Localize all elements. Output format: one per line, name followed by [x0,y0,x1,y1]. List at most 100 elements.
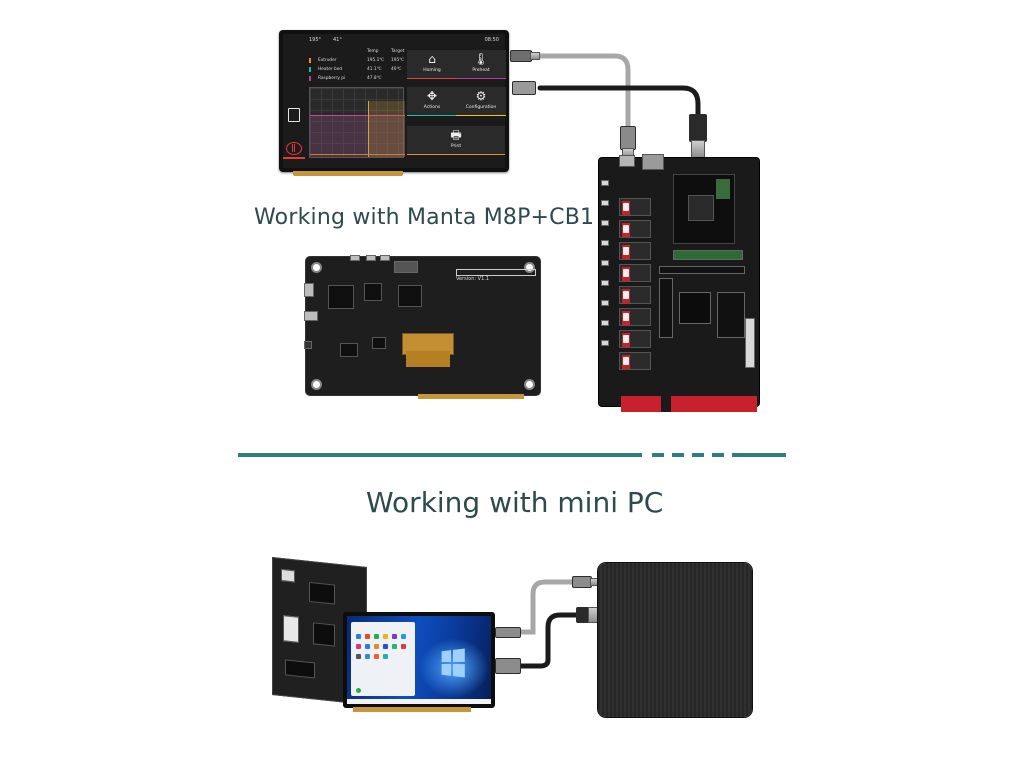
app-icon [401,634,406,639]
chip [398,285,422,307]
status-bar: 195° 41° 08:50 [283,34,505,47]
app-icon [374,654,379,659]
row-target: 195℃ [391,58,405,63]
ethernet-port [642,154,664,170]
chip [285,659,315,679]
stepper-driver [619,308,651,326]
row-target: 40℃ [391,67,402,72]
connector [394,261,418,273]
touchscreen-display: 195° 41° 08:50 Temp Target Extruder 195.… [279,30,509,176]
col-temp-header: Temp [367,49,379,54]
heading-mini-pc: Working with mini PC [366,486,664,519]
tile-actions[interactable]: ✥ Actions [407,87,457,116]
tile-label: Homing [423,68,441,73]
app-icon [356,654,361,659]
app-icon [383,654,388,659]
pin-header [601,280,609,286]
microcontroller [679,292,711,324]
chip [372,337,386,349]
hdmi-plug-pc-tip [588,607,598,623]
divider-line [238,453,642,457]
tile-accent [407,153,505,155]
usb-plug-tip [530,52,540,60]
divider-dash [692,453,704,457]
chip [328,285,354,309]
tile-print[interactable]: 🖶 Print [407,126,505,155]
chip [364,283,382,301]
thermometer-icon: 🌡 [473,52,489,66]
processor [688,195,714,221]
stepper-driver [619,264,651,282]
graph-series-pi [310,115,405,157]
pin-header [601,180,609,186]
gear-icon: ⚙ [475,89,487,103]
mini-pc [598,563,752,717]
connector [380,255,390,261]
chip [309,581,335,605]
app-icon [365,644,370,649]
col-target-header: Target [391,49,405,54]
tile-accent [407,77,457,79]
divider-dash [712,453,724,457]
screen-back-pcb: Version: V1.1 [304,255,541,399]
hdmi-plug-board-tip [691,140,705,158]
tile-preheat[interactable]: 🌡 Preheat [456,50,506,79]
power-terminal [671,396,705,412]
usb-cable [537,53,631,131]
series-swatch [309,58,311,63]
mount-hole [311,379,322,390]
header-column [659,278,673,338]
header-row [673,250,743,260]
app-icon [392,634,397,639]
divider-dash [652,453,664,457]
tile-label: Actions [423,105,441,110]
file-icon [288,108,300,122]
emergency-stop-icon [286,142,302,155]
start-menu [351,622,415,696]
row-temp: 195.1℃ [367,58,385,63]
divider-dash [672,453,684,457]
heading-board: Working with Manta M8P+CB1 [254,205,595,230]
usb-plug [495,627,521,638]
divider-line [732,453,786,457]
left-rail [283,47,305,168]
windows-display [343,612,495,712]
row-temp: 41.1℃ [367,67,382,72]
usb-cable-bottom [517,579,593,635]
app-icon [356,634,361,639]
emergency-bar [283,157,305,159]
pcb-version: Version: V1.1 [456,276,490,282]
series-swatch [309,67,311,72]
pcb-label-box [456,269,536,276]
stepper-driver [619,198,651,216]
pin-header [601,220,609,226]
row-temp: 47.8℃ [367,76,382,81]
tile-accent [456,77,506,79]
fpc-ribbon [406,351,450,367]
hdmi-cable [537,85,701,121]
app-icon [383,644,388,649]
app-icon [365,654,370,659]
temp-row: Heater bed 41.1℃ 40℃ [309,65,407,74]
connector [366,255,376,261]
tile-accent [407,114,457,116]
app-icon [392,644,397,649]
tile-configuration[interactable]: ⚙ Configuration [456,87,506,116]
pin-header [601,340,609,346]
pin-header [601,320,609,326]
windows-logo-icon [441,648,465,678]
usb-plug [510,50,532,62]
taskbar [347,699,491,704]
graph-baseline [310,154,405,155]
row-name: Heater bed [318,67,343,72]
move-arrows-icon: ✥ [426,89,438,103]
temp-row: Raspberry pi 47.8℃ [309,74,407,83]
fpc-edge [418,394,524,399]
tile-label: Print [450,144,462,149]
usb-plug-board [620,126,636,150]
pin-header [601,240,609,246]
row-name: Extruder [318,58,337,63]
hdmi-port [283,615,299,643]
tile-homing[interactable]: ⌂ Homing [407,50,457,79]
